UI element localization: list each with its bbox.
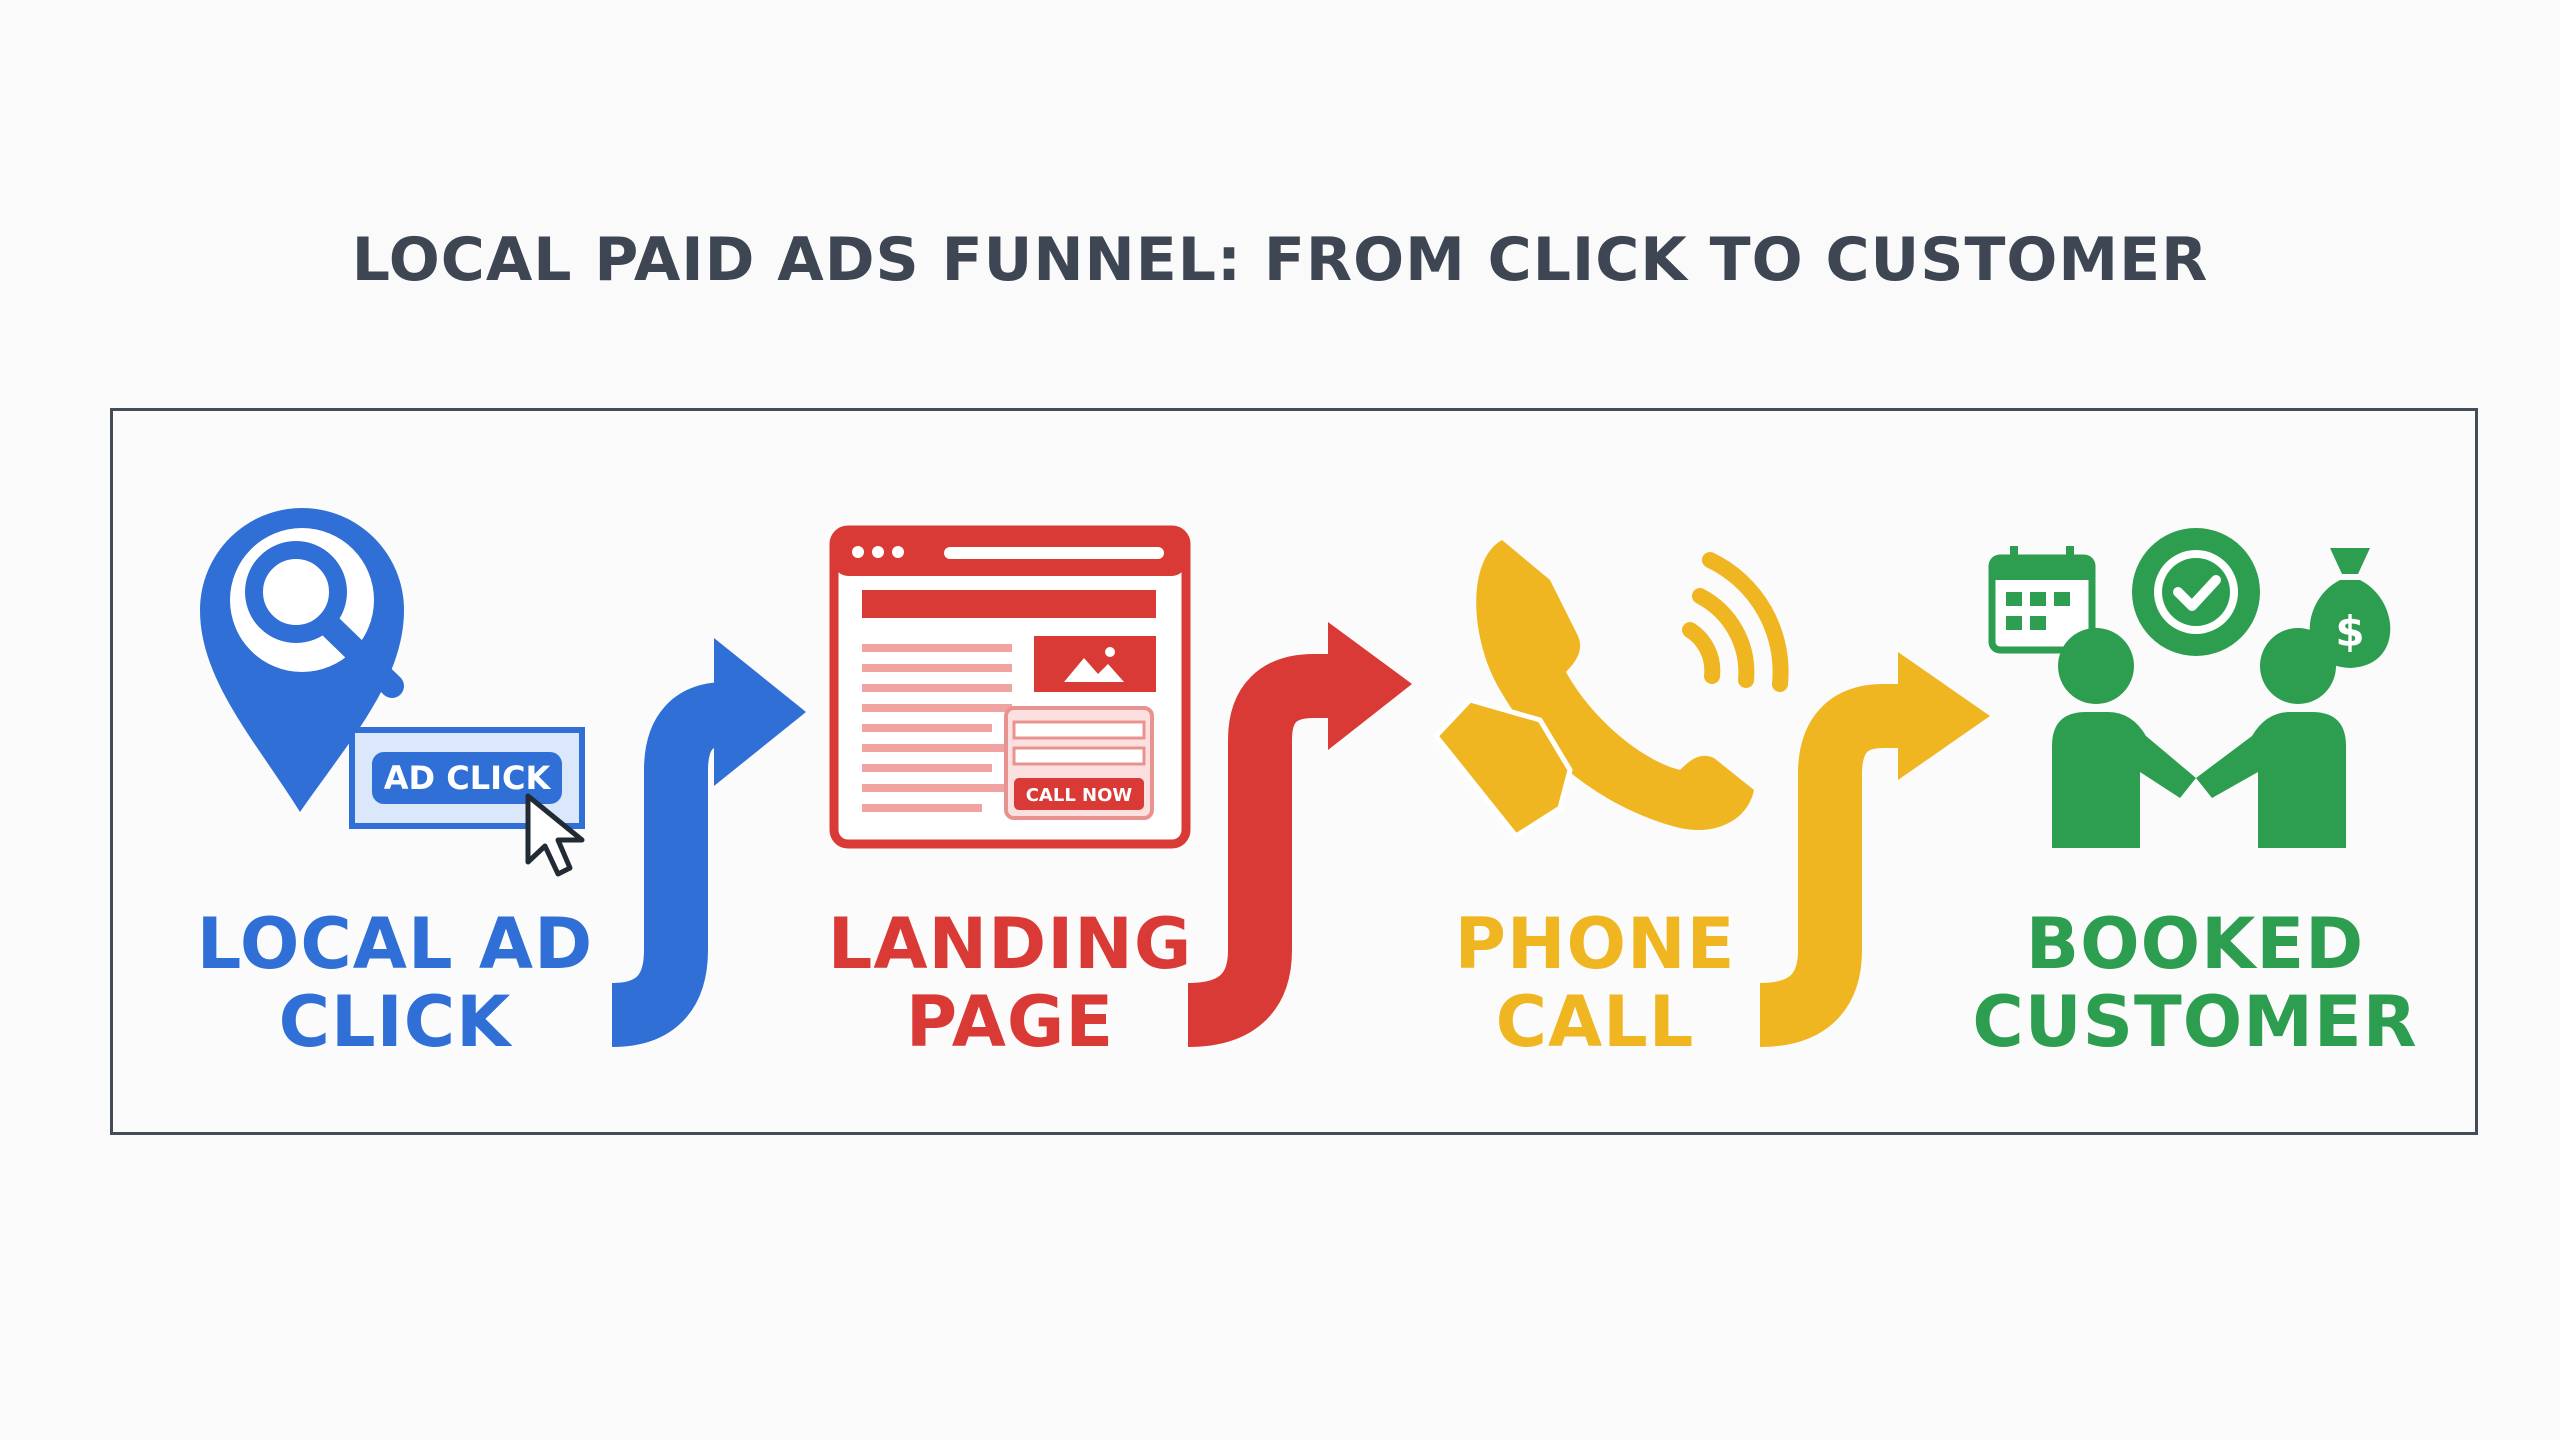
arrow-3-icon: [1758, 652, 1990, 1047]
handshake-icon: [2052, 628, 2346, 848]
calendar-icon: [1988, 546, 2096, 654]
webpage-icon: CALL NOW: [829, 525, 1191, 849]
check-badge-icon: [2132, 528, 2260, 656]
stage-label-booked-customer: BOOKED CUSTOMER: [1972, 903, 2418, 1063]
svg-text:$: $: [2335, 607, 2364, 656]
arrow-1-icon: [610, 638, 806, 1047]
stage-label-landing-page: LANDING PAGE: [827, 903, 1193, 1063]
stage-label-local-ad-click: LOCAL AD CLICK: [196, 903, 594, 1063]
stage-label-phone-call: PHONE CALL: [1454, 903, 1736, 1063]
page-title: LOCAL PAID ADS FUNNEL: FROM CLICK TO CUS…: [351, 225, 2209, 295]
phone-handset-icon: [1432, 540, 1789, 840]
ad-click-text: AD CLICK: [384, 759, 552, 797]
ad-click-badge: AD CLICK: [349, 727, 585, 829]
arrow-2-icon: [1186, 622, 1412, 1047]
call-now-text: CALL NOW: [1026, 785, 1133, 806]
cursor-icon: [525, 793, 585, 877]
